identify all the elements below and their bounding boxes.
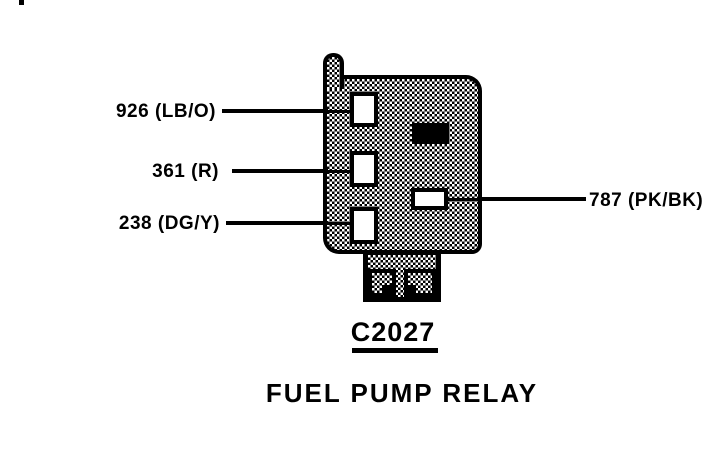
diagram-title: FUEL PUMP RELAY <box>265 378 539 408</box>
pin-cavity-787 <box>411 188 448 210</box>
leader-line-361-inner <box>327 170 352 173</box>
leader-line-238-inner <box>327 222 352 225</box>
leader-line-361 <box>232 169 328 173</box>
leader-line-787-inner <box>446 198 480 201</box>
wire-label-787: 787 (PK/BK) <box>589 190 704 211</box>
connector-id-underline <box>352 348 438 353</box>
connector-top-tab <box>323 53 344 89</box>
connector-body <box>323 75 482 254</box>
pin-cavity-238 <box>350 207 378 244</box>
connector-key-block <box>412 123 449 144</box>
leader-line-926 <box>222 109 328 113</box>
pin-cavity-361 <box>350 151 378 187</box>
leader-line-238 <box>226 221 328 225</box>
wire-label-238: 238 (DG/Y) <box>118 213 220 234</box>
stray-scan-mark <box>19 0 24 5</box>
latch-notch-right <box>406 285 416 297</box>
leader-line-787 <box>478 197 586 201</box>
connector-id-label: C2027 <box>350 317 436 347</box>
wire-label-926: 926 (LB/O) <box>115 101 216 122</box>
pin-cavity-926 <box>350 92 378 127</box>
wire-label-361: 361 (R) <box>152 161 219 182</box>
latch-cell-right <box>404 269 436 297</box>
leader-line-926-inner <box>327 110 352 113</box>
latch-notch-left <box>382 285 392 297</box>
